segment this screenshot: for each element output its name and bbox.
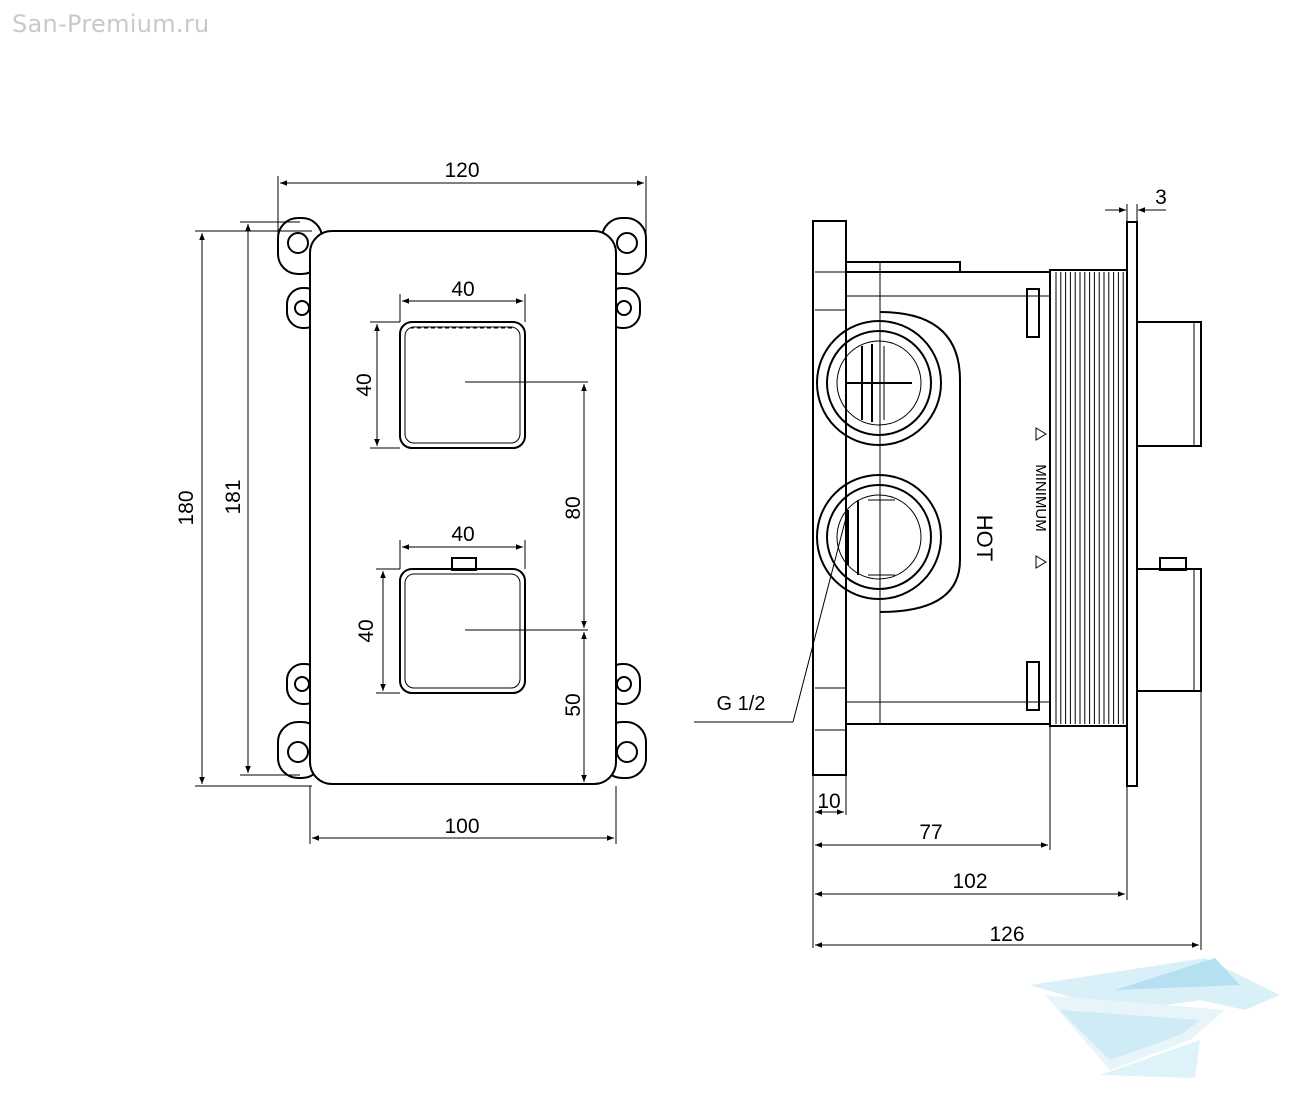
dim-top-knob-height: 40 <box>353 373 376 396</box>
wall-plate <box>1126 221 1138 787</box>
watermark-text: San-Premium.ru <box>12 10 210 38</box>
label-hot: HOT <box>972 515 997 561</box>
dim-bottom-knob-height: 40 <box>355 619 378 642</box>
dim-body-depth: 77 <box>919 821 942 844</box>
cartridge-bottom <box>1136 557 1202 692</box>
inlet-port-bottom <box>816 474 942 600</box>
dim-plate-thickness: 3 <box>1155 186 1167 209</box>
dim-bottom-knob-width: 40 <box>451 523 474 546</box>
inlet-port-top <box>816 320 942 446</box>
dim-overall-width: 120 <box>444 159 479 182</box>
label-thread: G 1/2 <box>717 693 766 715</box>
side-view: MINIMUM HOT <box>694 186 1202 950</box>
dim-overall-height: 180 <box>175 490 198 525</box>
label-minimum: MINIMUM <box>1032 464 1049 532</box>
bottom-handle <box>399 557 526 694</box>
dim-flange: 10 <box>817 790 840 813</box>
dim-plate-width: 100 <box>444 815 479 838</box>
cover-plate <box>309 230 617 785</box>
front-view: 120 100 180 181 40 40 40 <box>175 159 647 844</box>
cartridge-top <box>1136 321 1202 447</box>
dim-top-knob-width: 40 <box>451 278 474 301</box>
dim-bottom-offset: 50 <box>562 693 585 716</box>
dim-depth-to-plate: 102 <box>952 870 987 893</box>
dim-knob-spacing: 80 <box>562 496 585 519</box>
top-handle <box>399 321 526 449</box>
dim-total-depth: 126 <box>989 923 1024 946</box>
dim-plate-height: 181 <box>222 479 245 514</box>
san-premium-logo-icon <box>1030 958 1280 1078</box>
threaded-sleeve <box>1049 269 1128 727</box>
